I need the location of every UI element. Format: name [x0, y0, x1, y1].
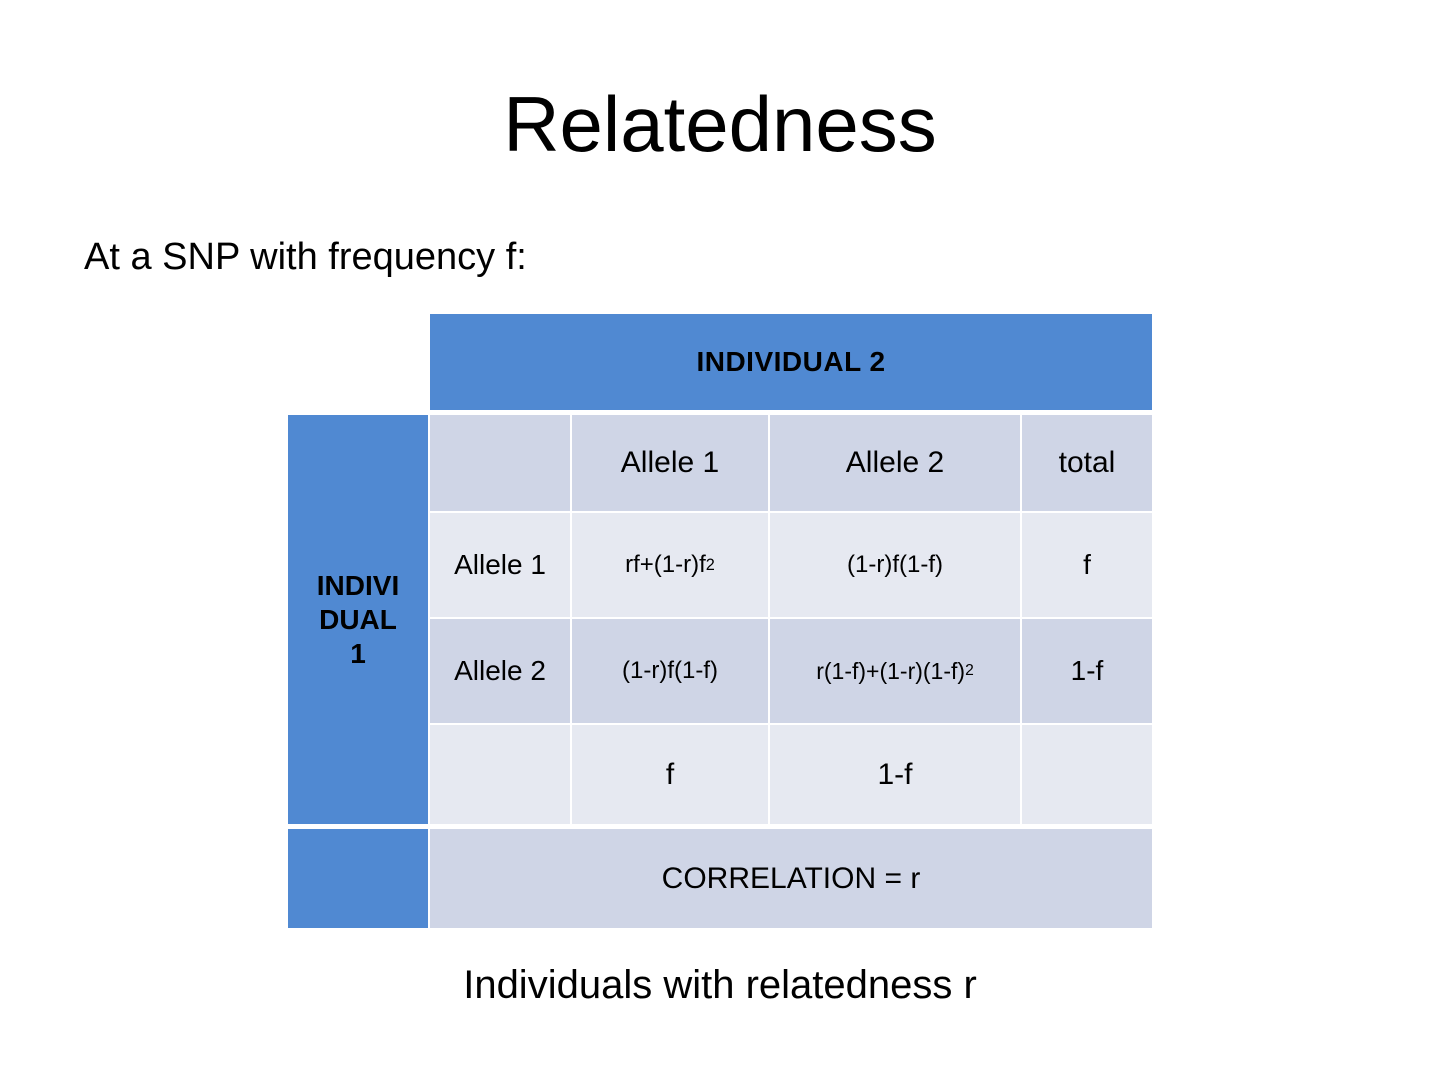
- column-banner-individual-2: INDIVIDUAL 2: [430, 314, 1152, 410]
- table-cell-a2-a1: (1-r)f(1-f): [572, 619, 768, 723]
- row-banner-line-2: DUAL: [319, 603, 397, 635]
- table-cell-a2-a2: r(1-f)+(1-r)(1-f)2: [770, 619, 1020, 723]
- row-label-allele-2-line-2: 2: [530, 655, 546, 686]
- formula-base: rf+(1-r)f: [625, 551, 706, 578]
- table-cell-total-total: [1022, 725, 1152, 824]
- row-banner-line-3: 1: [350, 637, 366, 669]
- table-cell-a2-total: 1-f: [1022, 619, 1152, 723]
- table-cell-a1-total: f: [1022, 513, 1152, 617]
- header-cell-allele-2: Allele 2: [770, 415, 1020, 511]
- relatedness-table: INDIVIDUAL 2 INDIVI DUAL 1 Allele 1 Alle…: [288, 314, 1152, 928]
- row-label-totals: [430, 725, 570, 824]
- correlation-row: CORRELATION = r: [430, 829, 1152, 928]
- caption-text: Individuals with relatedness r: [463, 963, 977, 1007]
- subtitle-text: At a SNP with frequency f:: [84, 236, 527, 278]
- table-cell-a1-a2: (1-r)f(1-f): [770, 513, 1020, 617]
- corner-blue-block: [288, 829, 428, 928]
- header-cell-total: total: [1022, 415, 1152, 511]
- header-cell-blank: [430, 415, 570, 511]
- row-label-allele-1-line-1: Allele: [454, 549, 523, 580]
- table-cell-total-a2: 1-f: [770, 725, 1020, 824]
- formula-base: r(1-f)+(1-r)(1-f): [816, 657, 966, 684]
- row-label-allele-1: Allele 1: [430, 513, 570, 617]
- header-cell-allele-1: Allele 1: [572, 415, 768, 511]
- page-title: Relatedness: [503, 80, 937, 168]
- row-label-allele-1-line-2: 1: [530, 549, 546, 580]
- row-label-allele-2: Allele 2: [430, 619, 570, 723]
- row-banner-line-1: INDIVI: [316, 569, 400, 601]
- row-label-allele-2-line-1: Allele: [454, 655, 523, 686]
- row-banner-individual-1: INDIVI DUAL 1: [288, 415, 428, 824]
- table-cell-total-a1: f: [572, 725, 768, 824]
